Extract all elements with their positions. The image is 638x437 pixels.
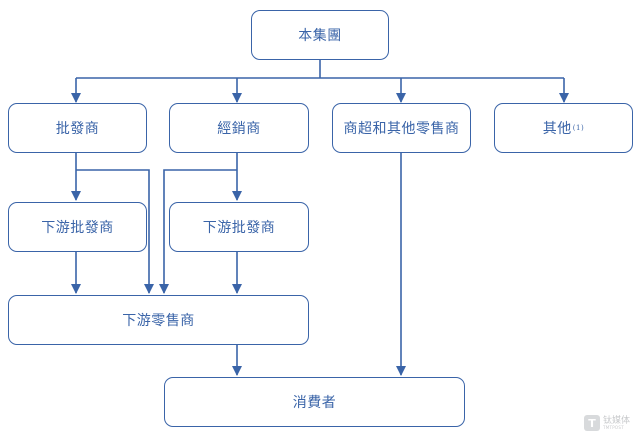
- watermark-sub: TMTPOST: [602, 424, 624, 430]
- watermark-mark-icon: T: [583, 415, 600, 431]
- node-downstream-retailer-label: 下游零售商: [122, 313, 195, 329]
- node-downstream-wholesaler-2-label: 下游批發商: [202, 220, 276, 236]
- node-downstream-wholesaler-1-label: 下游批發商: [41, 220, 114, 236]
- node-distributor-label: 經銷商: [217, 121, 261, 137]
- node-supermarket: 商超和其他零售商: [332, 103, 471, 153]
- node-other-label: 其他: [542, 121, 572, 137]
- node-group: 本集團: [251, 10, 389, 60]
- node-group-label: 本集團: [298, 28, 342, 44]
- watermark-logo: T 钛媒体 TMTPOST: [583, 415, 630, 431]
- node-distributor: 經銷商: [169, 103, 309, 153]
- node-other-footnote: (1): [572, 124, 585, 132]
- node-consumer: 消費者: [164, 377, 465, 427]
- node-supermarket-label: 商超和其他零售商: [343, 121, 460, 137]
- edge-distributor-downstream-retailer: [159, 169, 237, 294]
- watermark-text: 钛媒体 TMTPOST: [602, 415, 630, 430]
- node-wholesaler-label: 批發商: [55, 121, 100, 137]
- edge-wholesaler-downstream-retailer: [76, 169, 154, 294]
- node-downstream-retailer: 下游零售商: [8, 295, 309, 345]
- node-downstream-wholesaler-1: 下游批發商: [8, 202, 147, 252]
- node-consumer-label: 消費者: [292, 395, 337, 411]
- node-other: 其他(1): [494, 103, 633, 153]
- node-wholesaler: 批發商: [8, 103, 147, 153]
- watermark-name: 钛媒体: [602, 415, 630, 426]
- node-downstream-wholesaler-2: 下游批發商: [169, 202, 309, 252]
